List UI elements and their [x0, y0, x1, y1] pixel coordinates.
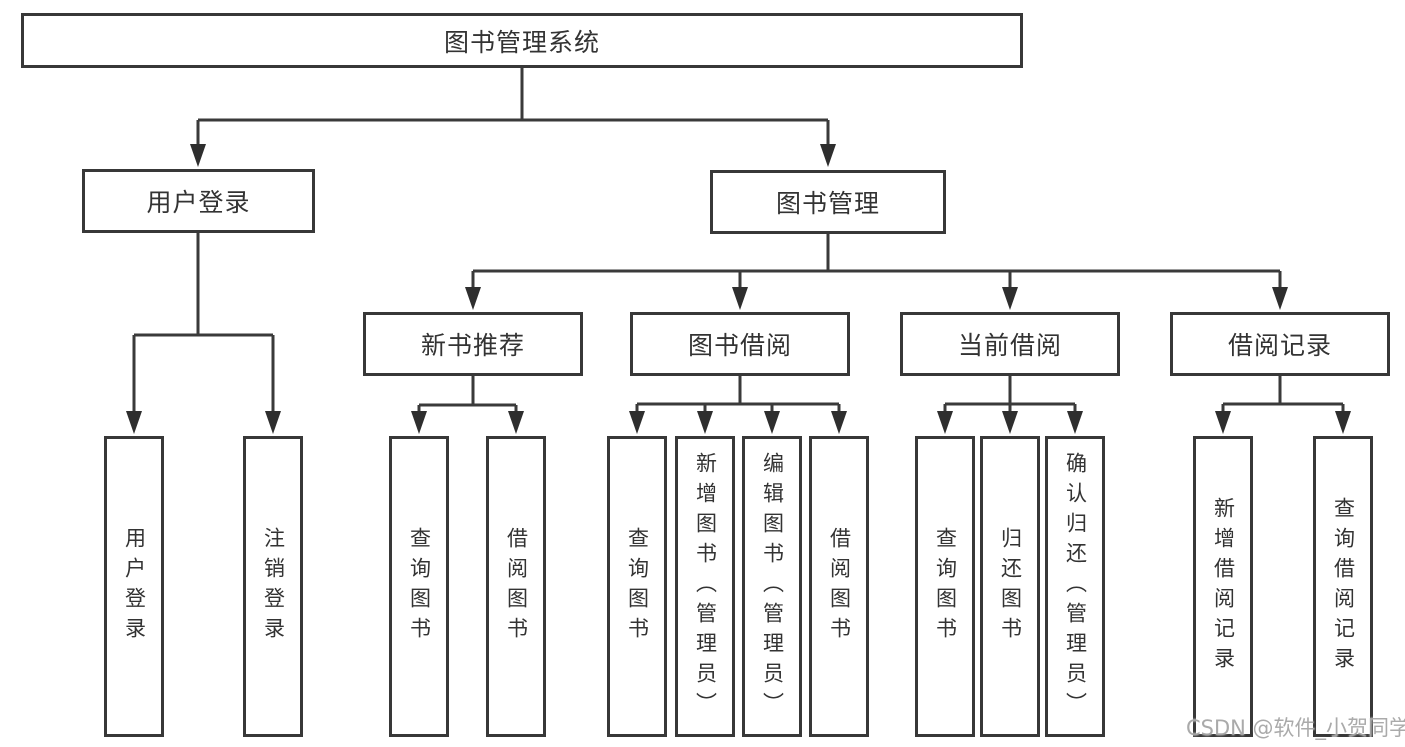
arrow-icon — [508, 411, 524, 434]
leaf-edit-books-admin-label: 编辑图书（管理员） — [760, 451, 785, 722]
wire-user-login-children — [132, 233, 275, 418]
arrow-icon — [265, 411, 281, 434]
leaf-borrow-books-1: 借阅图书 — [486, 436, 546, 737]
leaf-return-books: 归还图书 — [980, 436, 1040, 737]
arrow-icon — [764, 411, 780, 434]
wire-root-to-level2 — [196, 65, 830, 152]
node-user-login-label: 用户登录 — [146, 188, 251, 217]
node-book-borrow-label: 图书借阅 — [687, 331, 792, 360]
arrow-icon — [1067, 411, 1083, 434]
node-user-login: 用户登录 — [82, 169, 315, 233]
leaf-query-books-2: 查询图书 — [607, 436, 667, 737]
arrow-icon — [697, 411, 713, 434]
leaf-borrow-books-1-label: 借阅图书 — [504, 526, 529, 647]
leaf-borrow-books-2: 借阅图书 — [809, 436, 869, 737]
arrow-icon — [1335, 411, 1351, 434]
wire-borrow-records-children — [1221, 376, 1345, 418]
arrow-icon — [831, 411, 847, 434]
node-book-borrow: 图书借阅 — [630, 312, 850, 376]
arrow-icon — [465, 287, 481, 310]
arrow-icon — [732, 287, 748, 310]
arrow-icon — [1272, 287, 1288, 310]
leaf-confirm-return-admin-label: 确认归还（管理员） — [1063, 451, 1088, 722]
csdn-watermark: CSDN @软件_小贺同学 — [1186, 716, 1405, 740]
leaf-user-login-label: 用户登录 — [122, 526, 147, 647]
arrow-icon — [1002, 411, 1018, 434]
wire-book-mgmt-children — [471, 234, 1282, 295]
node-current-borrow: 当前借阅 — [900, 312, 1120, 376]
node-new-book-recommend: 新书推荐 — [363, 312, 583, 376]
leaf-edit-books-admin: 编辑图书（管理员） — [742, 436, 802, 737]
arrow-icon — [1002, 287, 1018, 310]
leaf-logout: 注销登录 — [243, 436, 303, 737]
leaf-query-books-3: 查询图书 — [915, 436, 975, 737]
leaf-query-books-2-label: 查询图书 — [625, 526, 650, 647]
wire-new-books-children — [417, 376, 518, 418]
leaf-add-books-admin: 新增图书（管理员） — [675, 436, 735, 737]
node-library-system-label: 图书管理系统 — [443, 27, 600, 57]
node-current-borrow-label: 当前借阅 — [957, 331, 1062, 360]
leaf-add-books-admin-label: 新增图书（管理员） — [693, 451, 718, 722]
arrow-icon — [937, 411, 953, 434]
arrow-icon — [126, 411, 142, 434]
leaf-user-login: 用户登录 — [104, 436, 164, 737]
leaf-add-borrow-record-label: 新增借阅记录 — [1211, 496, 1236, 677]
node-new-book-recommend-label: 新书推荐 — [420, 331, 525, 360]
wire-book-borrow-children — [635, 376, 841, 418]
node-book-management-label: 图书管理 — [775, 189, 880, 218]
leaf-query-borrow-record-label: 查询借阅记录 — [1331, 496, 1356, 677]
arrow-icon — [629, 411, 645, 434]
leaf-query-books-3-label: 查询图书 — [933, 526, 958, 647]
arrow-icon — [820, 144, 836, 167]
leaf-query-borrow-record: 查询借阅记录 — [1313, 436, 1373, 737]
leaf-query-books-1: 查询图书 — [389, 436, 449, 737]
leaf-borrow-books-2-label: 借阅图书 — [827, 526, 852, 647]
leaf-query-books-1-label: 查询图书 — [407, 526, 432, 647]
leaf-return-books-label: 归还图书 — [998, 526, 1023, 647]
arrow-icon — [411, 411, 427, 434]
arrow-icon — [190, 144, 206, 167]
node-borrow-records-label: 借阅记录 — [1227, 331, 1332, 360]
arrowheads — [126, 144, 1351, 434]
leaf-add-borrow-record: 新增借阅记录 — [1193, 436, 1253, 737]
node-library-system: 图书管理系统 — [21, 13, 1023, 68]
node-book-management: 图书管理 — [710, 170, 946, 234]
leaf-logout-label: 注销登录 — [261, 526, 286, 647]
node-borrow-records: 借阅记录 — [1170, 312, 1390, 376]
arrow-icon — [1215, 411, 1231, 434]
leaf-confirm-return-admin: 确认归还（管理员） — [1045, 436, 1105, 737]
